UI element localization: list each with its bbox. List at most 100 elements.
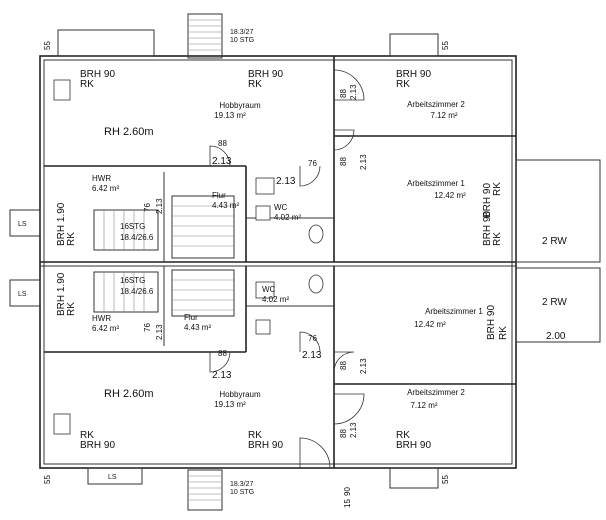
dim-55-bl: 55 — [43, 475, 52, 484]
wc-bottom-name: WC — [262, 285, 276, 294]
dim-76-d: 76 — [143, 323, 152, 332]
brh90-br: BRH 90 — [396, 440, 431, 451]
window-notes: BRH 90 RK BRH 90 RK BRH 90 RK RK BRH 90 … — [56, 69, 509, 451]
arbeit1-top-area: 12.42 m² — [434, 191, 466, 200]
stair-inner-bottom: 16STG — [120, 276, 145, 285]
internal-walls-bottom — [44, 266, 516, 468]
dim-55-tr: 55 — [441, 41, 450, 50]
dim-200: 2.00 — [546, 331, 566, 342]
ls-left-top: LS — [18, 221, 27, 228]
wc-top-area: 4.02 m² — [274, 213, 301, 222]
ls-bottom: LS — [108, 474, 117, 481]
hobby-bottom-area: 19.13 m² — [214, 400, 246, 409]
dim-213-i: 2.13 — [155, 198, 164, 214]
hwr-bottom-area: 6.42 m² — [92, 324, 119, 333]
stair-inner-top: 16STG — [120, 222, 145, 231]
flur-top-name: Flur — [212, 191, 226, 200]
wc-top-name: WC — [274, 203, 288, 212]
arbeit1-top-name: Arbeitszimmer 1 — [407, 179, 465, 188]
rh-bottom: RH 2.60m — [104, 388, 154, 400]
brh90-tr: BRH 90 — [396, 69, 431, 80]
flur-top-area: 4.43 m² — [212, 201, 239, 210]
dim-213-b: 2.13 — [276, 176, 296, 187]
room-labels-top: Hobbyraum 19.13 m² RH 2.60m Arbeitszimme… — [92, 100, 466, 222]
fixtures — [53, 79, 324, 435]
dim-213-j: 2.13 — [155, 324, 164, 340]
dim-88-e: 88 — [339, 361, 348, 370]
stair-inner-bottom-dim: 18.4/26.6 — [120, 287, 154, 296]
rk-left-top: RK — [66, 232, 77, 246]
rk-right-2: RK — [492, 232, 503, 246]
rk-bc: RK — [248, 430, 262, 441]
dim-90: 90 — [343, 487, 352, 496]
dim-213-d: 2.13 — [212, 370, 232, 381]
rk-right-1: RK — [492, 182, 503, 196]
brh90-right-2: BRH 90 — [482, 211, 493, 246]
rk-tc: RK — [248, 79, 262, 90]
rk-br: RK — [396, 430, 410, 441]
rw-bottom: 2 RW — [542, 297, 567, 308]
dim-213-f: 2.13 — [359, 154, 368, 170]
brh190-top: BRH 1.90 — [56, 202, 67, 246]
dim-88-f: 88 — [339, 429, 348, 438]
hobby-top-area: 19.13 m² — [214, 111, 246, 120]
brh90-tc: BRH 90 — [248, 69, 283, 80]
rk-bl: RK — [80, 430, 94, 441]
rk-tl: RK — [80, 79, 94, 90]
brh90-right-3: BRH 90 — [486, 305, 497, 340]
brh90-bl: BRH 90 — [80, 440, 115, 451]
terrace-boxes — [515, 159, 601, 343]
dimensions: 55 55 55 55 15 90 88 2.13 76 2.13 76 2.1… — [18, 29, 567, 508]
brh90-right-1: BRH 90 — [482, 183, 493, 218]
hobby-top-name: Hobbyraum — [219, 101, 261, 110]
dim-88-c: 88 — [339, 89, 348, 98]
dim-76-b: 76 — [308, 334, 317, 343]
dim-213-a: 2.13 — [212, 156, 232, 167]
ls-left-bottom: LS — [18, 291, 27, 298]
dim-88-a: 88 — [218, 139, 227, 148]
stair-bottom-dim: 18.3/27 — [230, 481, 253, 488]
hwr-top-area: 6.42 m² — [92, 184, 119, 193]
dim-213-c: 2.13 — [302, 350, 322, 361]
hobby-bottom-name: Hobbyraum — [219, 390, 261, 399]
room-labels-bottom: Hobbyraum 19.13 m² RH 2.60m Arbeitszimme… — [92, 285, 483, 410]
dim-213-e: 2.13 — [349, 84, 358, 100]
dim-76-a: 76 — [308, 159, 317, 168]
rw-top: 2 RW — [542, 236, 567, 247]
hwr-bottom-name: HWR — [92, 314, 111, 323]
dim-15: 15 — [343, 499, 352, 508]
light-wells — [9, 29, 439, 489]
rk-right-3: RK — [498, 326, 509, 340]
wc-bottom-area: 4.02 m² — [262, 295, 289, 304]
rk-tr: RK — [396, 79, 410, 90]
dim-76-c: 76 — [143, 203, 152, 212]
doors — [209, 69, 365, 469]
arbeit2-bottom-name: Arbeitszimmer 2 — [407, 388, 465, 397]
stairs — [93, 13, 235, 511]
rk-left-bottom: RK — [66, 302, 77, 316]
brh90-bc: BRH 90 — [248, 440, 283, 451]
arbeit1-bottom-area: 12.42 m² — [414, 320, 446, 329]
flur-bottom-name: Flur — [184, 313, 198, 322]
arbeit2-top-area: 7.12 m² — [430, 111, 457, 120]
stair-inner-top-dim: 18.4/26.6 — [120, 233, 154, 242]
arbeit2-bottom-area: 7.12 m² — [410, 401, 437, 410]
stair-top-steps: 10 STG — [230, 37, 254, 44]
arbeit1-bottom-name: Arbeitszimmer 1 — [425, 307, 483, 316]
hwr-top-name: HWR — [92, 174, 111, 183]
stair-bottom-steps: 10 STG — [230, 489, 254, 496]
dim-88-d: 88 — [339, 157, 348, 166]
rh-top: RH 2.60m — [104, 126, 154, 138]
dim-213-g: 2.13 — [359, 358, 368, 374]
dim-55-tl: 55 — [43, 41, 52, 50]
dim-213-h: 2.13 — [349, 422, 358, 438]
arbeit2-top-name: Arbeitszimmer 2 — [407, 100, 465, 109]
dim-88-b: 88 — [218, 349, 227, 358]
internal-walls-top — [44, 56, 516, 262]
stair-top-dim: 18.3/27 — [230, 29, 253, 36]
brh190-bottom: BRH 1.90 — [56, 272, 67, 316]
dim-55-br: 55 — [441, 475, 450, 484]
flur-bottom-area: 4.43 m² — [184, 323, 211, 332]
brh90-tl: BRH 90 — [80, 69, 115, 80]
